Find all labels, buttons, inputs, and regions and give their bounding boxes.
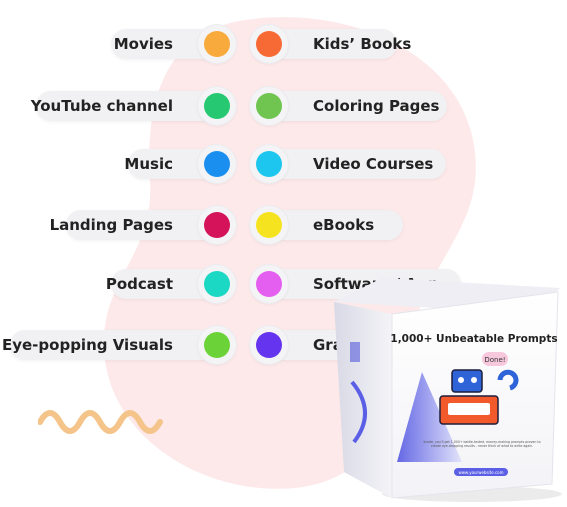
pill-landing-pages: Landing Pages [50, 210, 221, 240]
dot-video-courses [250, 145, 288, 183]
dot-graphics [250, 326, 288, 364]
color-dot [204, 31, 230, 57]
color-dot [256, 212, 282, 238]
product-box-image: Done! 1,000+ Unbeatable Prompts Inside, … [334, 278, 562, 502]
color-dot [204, 332, 230, 358]
color-dot [204, 93, 230, 119]
dot-landing-pages [198, 206, 236, 244]
color-dot [256, 151, 282, 177]
pill-label: Eye-popping Visuals [1, 336, 173, 354]
dot-music [198, 145, 236, 183]
pill-label: Movies [113, 35, 173, 53]
pill-ebooks: eBooks [265, 210, 403, 240]
dot-coloring-pages [250, 87, 288, 125]
dot-eye-popping-visuals [198, 326, 236, 364]
dot-kids-books [250, 25, 288, 63]
pill-label: Podcast [105, 275, 173, 293]
dot-movies [198, 25, 236, 63]
color-dot [256, 332, 282, 358]
box-description: Inside, you'll get 1,000+ battle-tested,… [423, 440, 541, 449]
pill-label: Landing Pages [49, 216, 173, 234]
color-dot [256, 93, 282, 119]
bubble-text: Done! [484, 356, 505, 364]
pill-kids-books: Kids’ Books [265, 29, 411, 59]
pill-label: Coloring Pages [313, 97, 440, 115]
pill-coloring-pages: Coloring Pages [265, 91, 447, 121]
color-dot [204, 212, 230, 238]
pill-label: eBooks [313, 216, 375, 234]
pill-youtube-channel: YouTube channel [31, 91, 221, 121]
color-dot [256, 31, 282, 57]
pill-label: Music [124, 155, 173, 173]
pill-eye-popping-visuals: Eye-popping Visuals [2, 330, 221, 360]
pill-video-courses: Video Courses [265, 149, 446, 179]
dot-youtube-channel [198, 87, 236, 125]
pill-label: YouTube channel [30, 97, 173, 115]
dot-podcast [198, 265, 236, 303]
color-dot [204, 271, 230, 297]
pill-label: Kids’ Books [313, 35, 412, 53]
color-dot [204, 151, 230, 177]
dot-ebooks [250, 206, 288, 244]
box-url: www.yourwebsite.com [458, 470, 503, 475]
squiggle-decoration [38, 410, 163, 434]
box-title: 1,000+ Unbeatable Prompts [390, 333, 557, 345]
dot-software-app [250, 265, 288, 303]
pill-label: Video Courses [313, 155, 434, 173]
color-dot [256, 271, 282, 297]
